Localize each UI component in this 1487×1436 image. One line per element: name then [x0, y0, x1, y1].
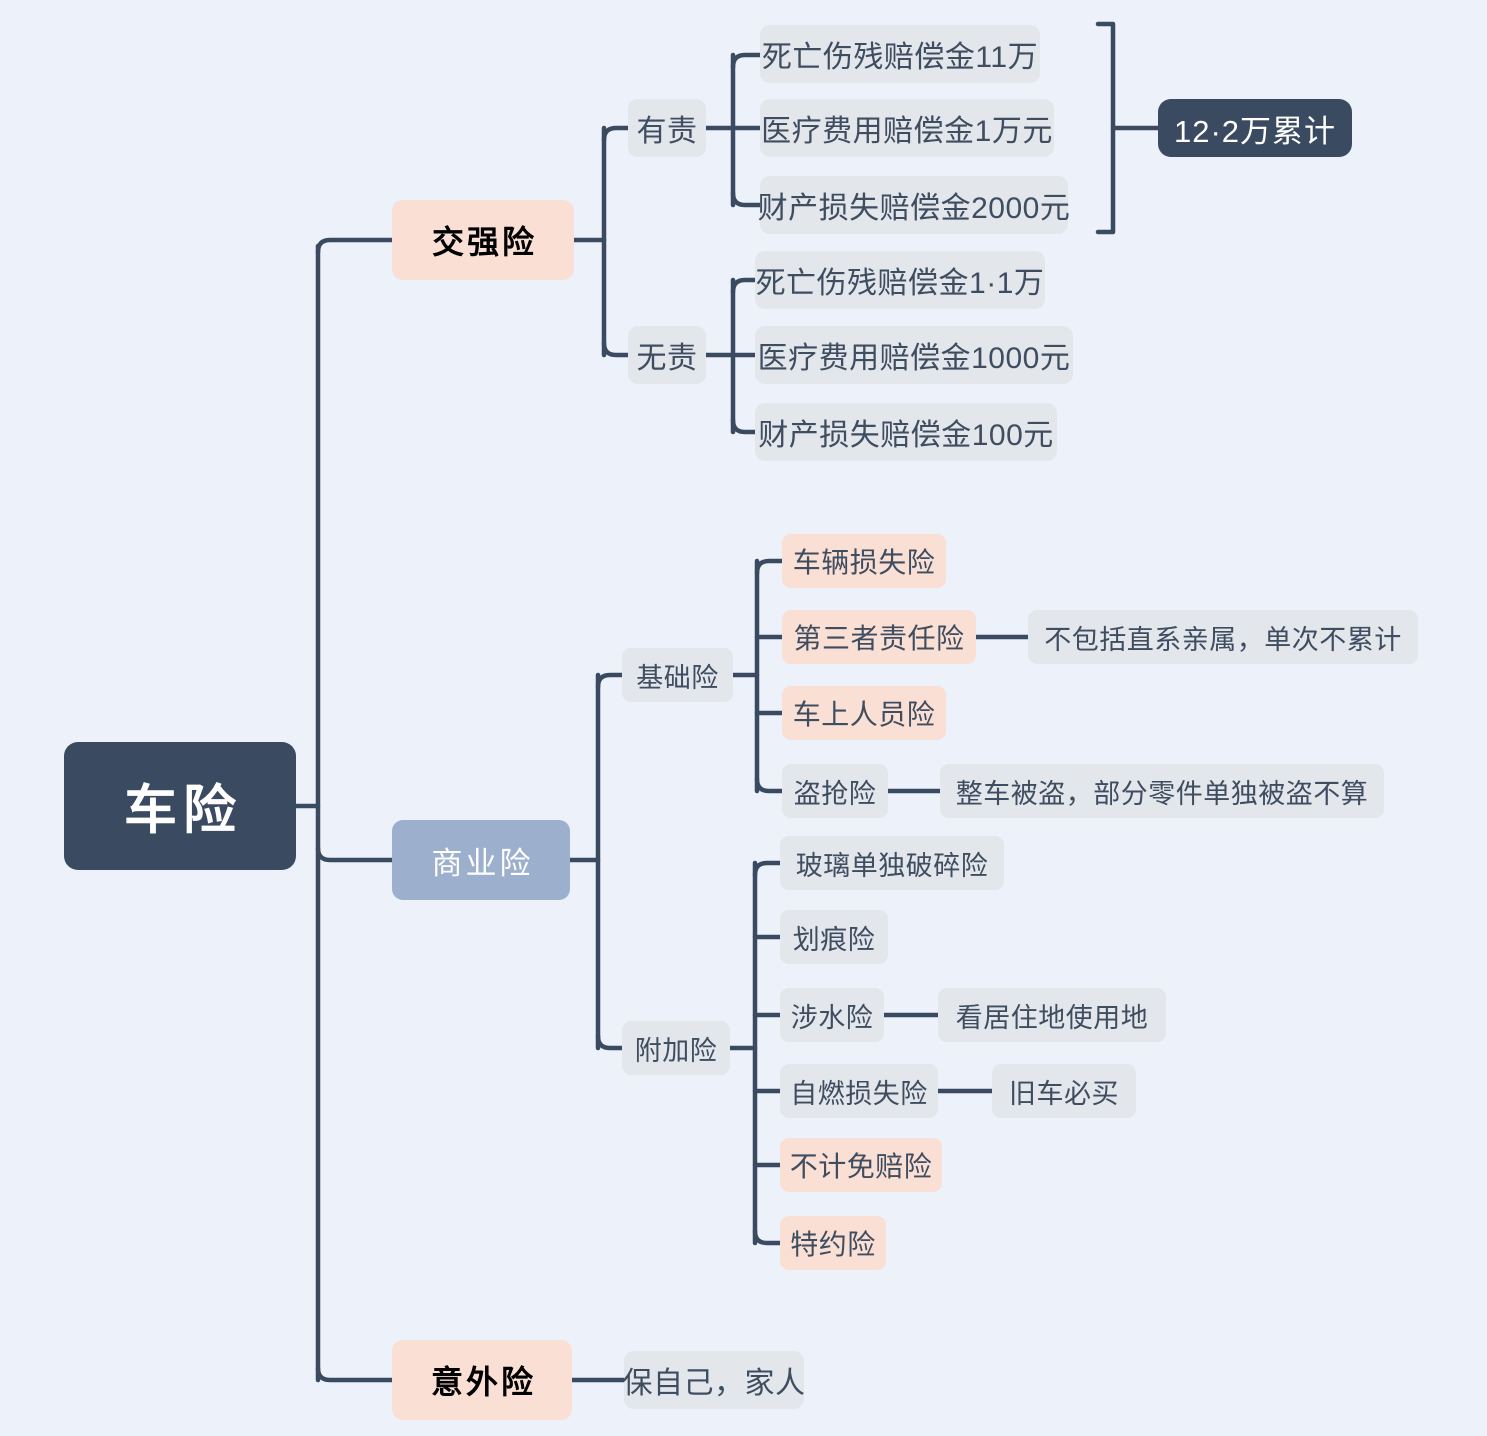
root-node[interactable]: 车险 [64, 742, 296, 870]
leaf-water-wading[interactable]: 涉水险 [780, 988, 884, 1042]
group-not-liable[interactable]: 无责 [628, 326, 706, 384]
summary-liable-total[interactable]: 12·2万累计 [1158, 99, 1352, 157]
leaf-not-liable-property[interactable]: 财产损失赔偿金100元 [755, 403, 1057, 461]
note-self-ignition: 旧车必买 [992, 1064, 1136, 1118]
note-third-party-liability: 不包括直系亲属，单次不累计 [1028, 610, 1418, 664]
leaf-special-agreement[interactable]: 特约险 [780, 1216, 886, 1270]
branch-commercial-insurance[interactable]: 商业险 [392, 820, 570, 900]
note-theft-robbery: 整车被盗，部分零件单独被盗不算 [940, 764, 1384, 818]
leaf-liable-medical[interactable]: 医疗费用赔偿金1万元 [760, 99, 1054, 157]
leaf-scratch[interactable]: 划痕险 [780, 910, 888, 964]
group-basic-insurance[interactable]: 基础险 [622, 648, 733, 702]
leaf-liable-property[interactable]: 财产损失赔偿金2000元 [758, 176, 1070, 234]
leaf-vehicle-damage[interactable]: 车辆损失险 [782, 534, 946, 588]
leaf-self-ignition[interactable]: 自燃损失险 [780, 1064, 938, 1118]
branch-compulsory-insurance[interactable]: 交强险 [392, 200, 574, 280]
leaf-third-party-liability[interactable]: 第三者责任险 [782, 610, 976, 664]
leaf-no-deductible[interactable]: 不计免赔险 [780, 1138, 942, 1192]
branch-accident-insurance[interactable]: 意外险 [392, 1340, 572, 1420]
group-additional-insurance[interactable]: 附加险 [622, 1021, 730, 1075]
leaf-onboard-passenger[interactable]: 车上人员险 [782, 686, 946, 740]
leaf-not-liable-death-disability[interactable]: 死亡伤残赔偿金1·1万 [755, 251, 1045, 309]
group-liable[interactable]: 有责 [628, 99, 706, 157]
leaf-not-liable-medical[interactable]: 医疗费用赔偿金1000元 [755, 326, 1073, 384]
leaf-liable-death-disability[interactable]: 死亡伤残赔偿金11万 [760, 25, 1040, 83]
leaf-glass-breakage[interactable]: 玻璃单独破碎险 [780, 836, 1004, 890]
leaf-theft-robbery[interactable]: 盗抢险 [782, 764, 888, 818]
note-water-wading: 看居住地使用地 [938, 988, 1166, 1042]
note-accident-insurance: 保自己，家人 [623, 1351, 805, 1409]
